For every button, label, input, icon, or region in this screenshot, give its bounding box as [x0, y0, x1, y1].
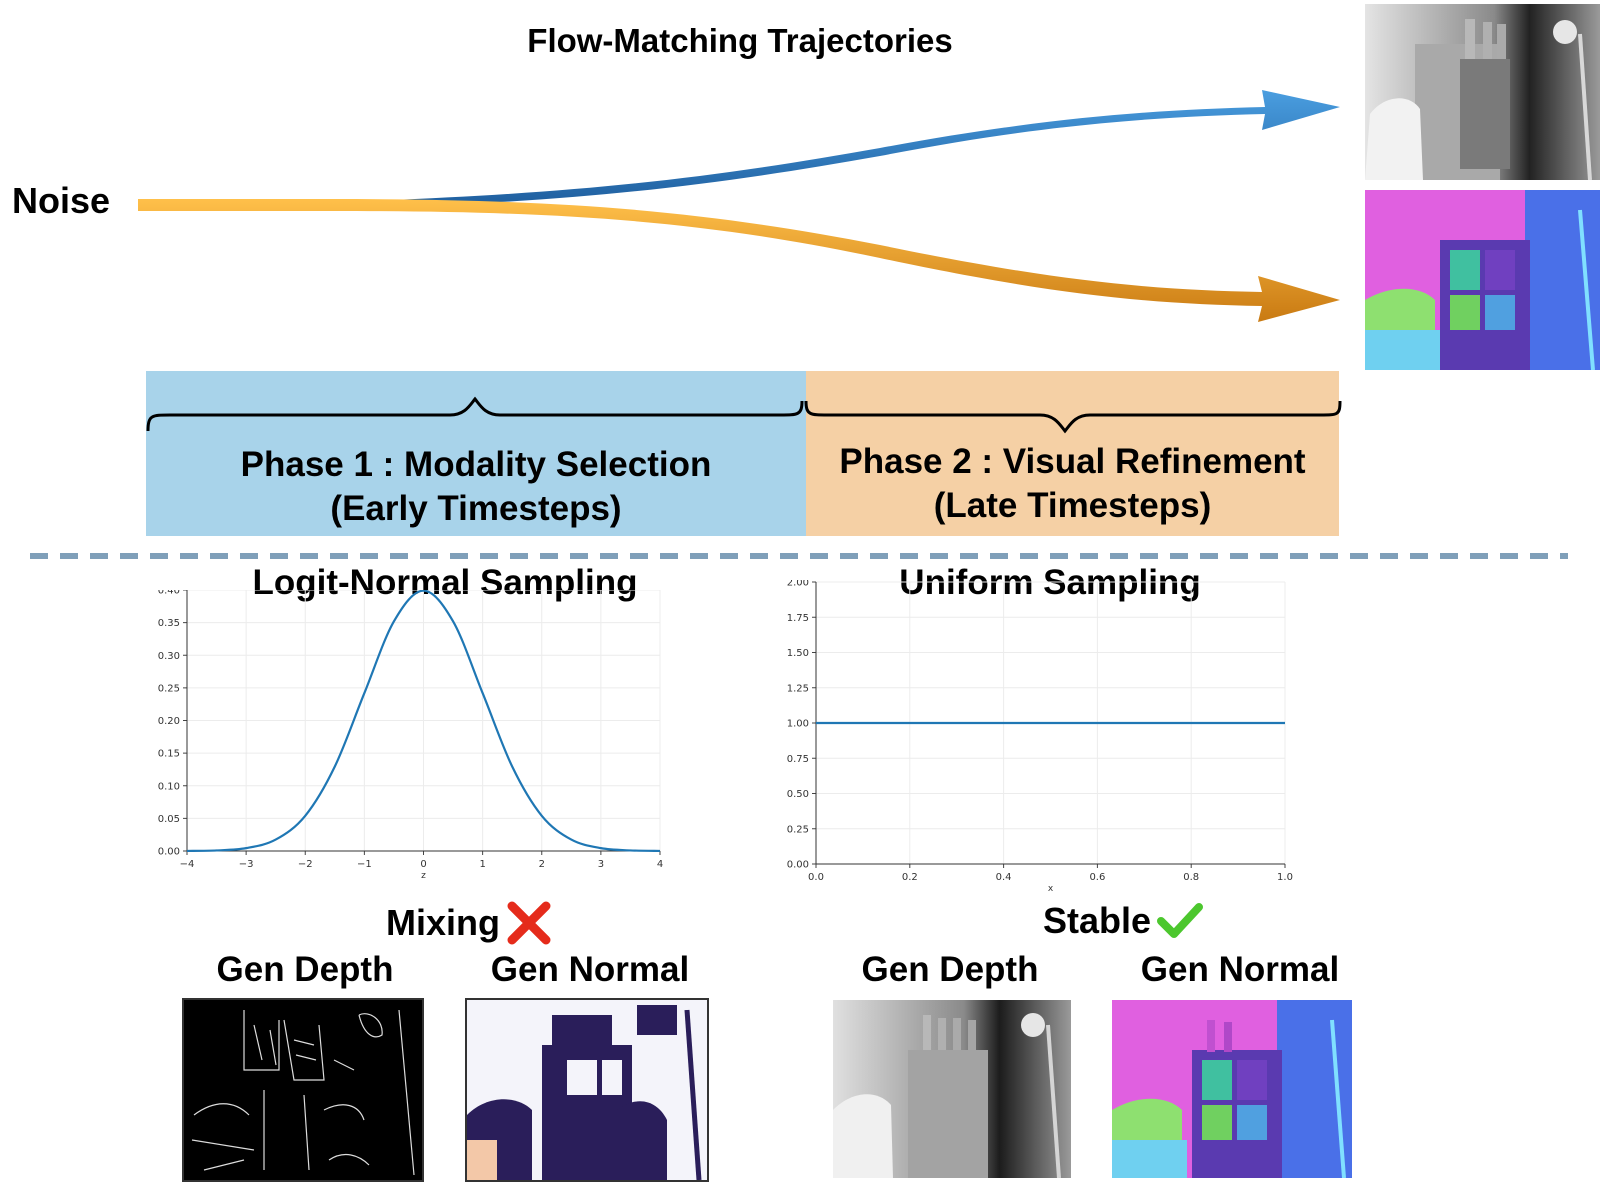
- y-tick-label: 0.40: [158, 590, 180, 597]
- logit-normal-chart: 0.00 0.05 0.10 0.15 0.20 0.25 0.30 0.35 0.40 −4 −3…: [140, 590, 663, 881]
- trajectories-title: Flow-Matching Trajectories: [527, 22, 953, 59]
- x-tick-label: 0.4: [996, 872, 1012, 883]
- y-tick-label: 0.50: [787, 789, 809, 800]
- x-tick-label: 0: [420, 859, 426, 870]
- y-axis-label: PDF: [140, 711, 142, 731]
- mixed-normal-output: [465, 998, 709, 1182]
- y-tick-label: 1.25: [787, 683, 809, 694]
- y-tick-label: 0.15: [158, 749, 180, 760]
- x-tick-label: 4: [657, 859, 663, 870]
- check-icon: [1157, 903, 1204, 938]
- y-tick-label: 1.00: [787, 719, 809, 730]
- reference-depth-image: [1365, 4, 1600, 180]
- phase2-label: Phase 2 : Visual Refinement (Late Timest…: [806, 440, 1339, 528]
- x-axis-label: z: [421, 871, 426, 881]
- right-gen-normal-label: Gen Normal: [1140, 950, 1340, 989]
- x-axis-label: x: [1048, 884, 1054, 894]
- stable-verdict: Stable: [1043, 900, 1204, 942]
- x-tick-label: −4: [180, 859, 195, 870]
- y-tick-label: 0.30: [158, 651, 180, 662]
- y-tick-label: 0.25: [158, 683, 180, 694]
- mixing-label: Mixing: [386, 902, 500, 943]
- y-tick-label: 2.00: [787, 580, 809, 589]
- y-axis-label: PDF: [770, 713, 771, 733]
- y-tick-label: 0.75: [787, 754, 809, 765]
- left-gen-depth-label: Gen Depth: [216, 950, 394, 989]
- stable-depth-output: [833, 1000, 1071, 1178]
- x-tick-label: 2: [539, 859, 545, 870]
- uniform-chart: 0.00 0.25 0.50 0.75 1.00 1.25 1.50 1.75 2.00 0.0 0…: [770, 580, 1293, 894]
- y-tick-label: 0.00: [787, 860, 809, 871]
- y-tick-label: 0.00: [158, 847, 180, 858]
- phase2-title: Phase 2 : Visual Refinement: [839, 442, 1306, 481]
- right-gen-depth-label: Gen Depth: [861, 950, 1039, 989]
- x-tick-label: 0.6: [1089, 872, 1105, 883]
- mixed-depth-output: [182, 998, 424, 1182]
- phase-braces: [146, 396, 1342, 434]
- reference-normal-image: [1365, 190, 1600, 370]
- x-tick-label: 0.8: [1183, 872, 1199, 883]
- y-tick-label: 0.05: [158, 814, 180, 825]
- phase2-subtitle: (Late Timesteps): [933, 486, 1212, 525]
- trajectory-arrows: [138, 90, 1340, 322]
- phase2-panel: [806, 371, 1339, 536]
- normal-trajectory-arrow: [138, 199, 1340, 322]
- y-tick-label: 1.50: [787, 648, 809, 659]
- y-tick-label: 0.20: [158, 716, 180, 727]
- left-gen-normal-label: Gen Normal: [490, 950, 690, 989]
- stable-normal-output: [1112, 1000, 1352, 1178]
- x-tick-label: 0.0: [808, 872, 824, 883]
- x-tick-label: −2: [298, 859, 313, 870]
- y-tick-label: 0.35: [158, 618, 180, 629]
- mixing-verdict: Mixing: [386, 900, 552, 946]
- phase1-brace: [146, 396, 804, 432]
- cross-icon: [507, 901, 551, 945]
- y-tick-label: 1.75: [787, 613, 809, 624]
- x-tick-label: 1: [479, 859, 485, 870]
- x-tick-label: 3: [598, 859, 604, 870]
- y-tick-label: 0.25: [787, 824, 809, 835]
- stable-label: Stable: [1043, 900, 1152, 941]
- phase1-subtitle: (Early Timesteps): [330, 489, 622, 528]
- series-line: [186, 590, 661, 853]
- logit-normal-title: Logit-Normal Sampling: [252, 563, 638, 602]
- noise-label: Noise: [12, 180, 111, 221]
- phase2-brace: [804, 400, 1342, 434]
- x-tick-label: −3: [239, 859, 254, 870]
- y-tick-label: 0.10: [158, 781, 180, 792]
- x-tick-label: 1.0: [1277, 872, 1293, 883]
- x-tick-label: 0.2: [902, 872, 918, 883]
- phase1-label: Phase 1 : Modality Selection (Early Time…: [146, 443, 806, 531]
- section-divider: [30, 553, 1568, 559]
- x-tick-label: −1: [357, 859, 372, 870]
- phase1-title: Phase 1 : Modality Selection: [240, 445, 712, 484]
- depth-trajectory-arrow: [300, 90, 1340, 210]
